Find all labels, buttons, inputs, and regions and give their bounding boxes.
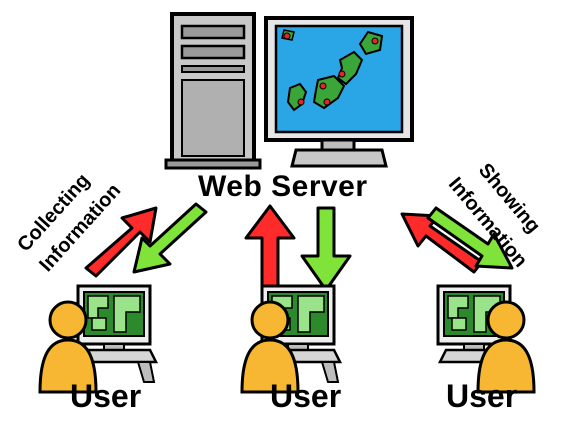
arrow-up-center [244,204,296,294]
web-server-label: Web Server [198,170,368,203]
arrow-up-right [400,212,484,274]
arrow-down-right [426,206,514,270]
user-label-center: User [270,378,342,414]
arrow-up-left [84,206,158,278]
arrow-down-left [132,202,208,274]
server-tower-icon [164,12,262,170]
monitor-map-icon [264,16,414,168]
user-label-right: User [446,378,518,414]
user-label-left: User [70,378,142,414]
arrow-down-center [300,206,352,292]
